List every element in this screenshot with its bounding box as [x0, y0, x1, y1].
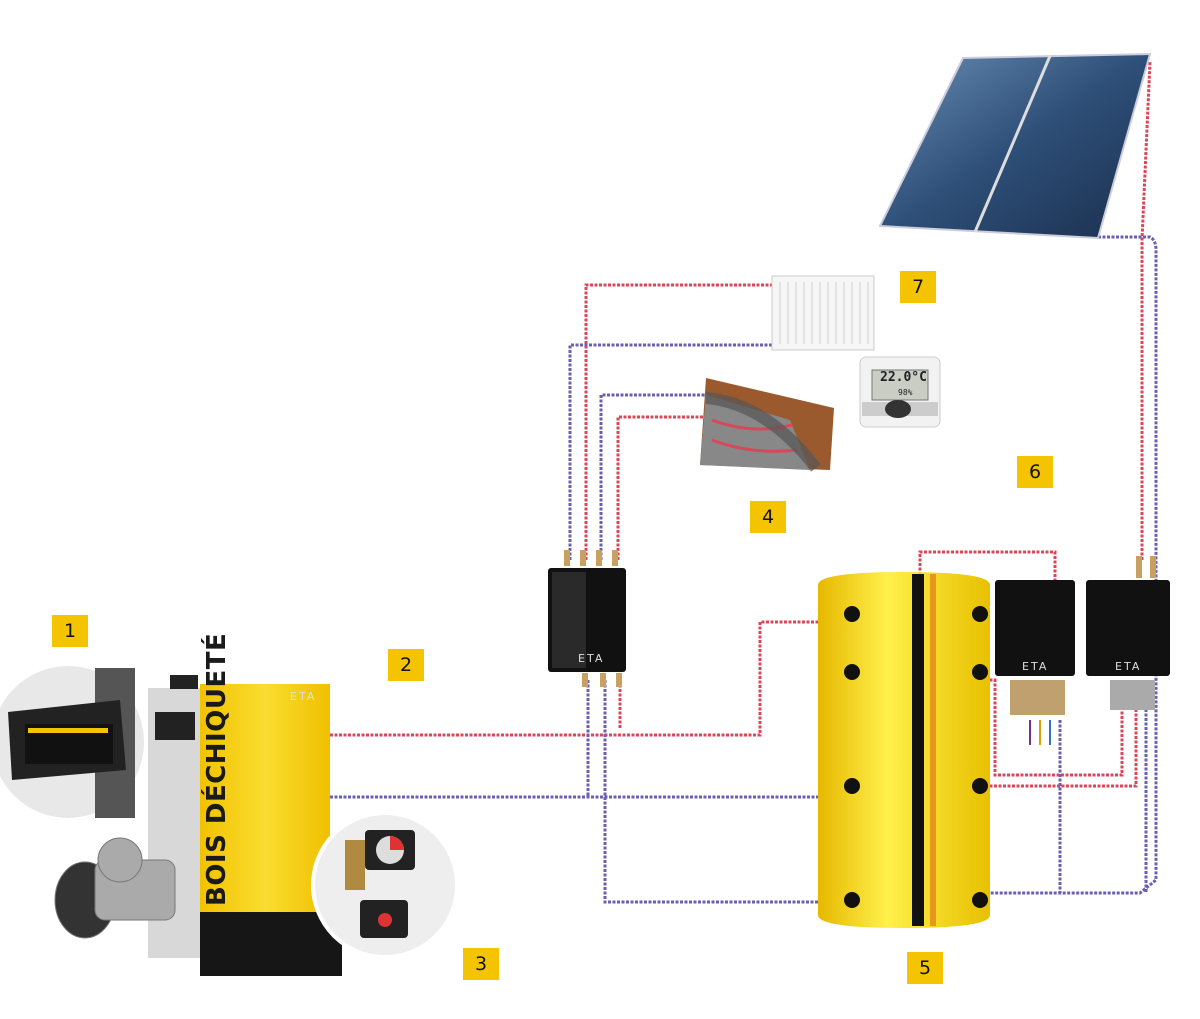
label-6: 6	[1017, 456, 1053, 488]
heating-circuit-station	[548, 550, 626, 687]
floor-supply-pipe	[616, 415, 705, 560]
boiler-label: BOIS DÉCHIQUETÉ	[202, 632, 232, 906]
control-panel-inset	[0, 662, 148, 822]
buffer-tank	[818, 572, 990, 928]
label-5: 5	[907, 952, 943, 984]
return-pipes	[330, 235, 1158, 904]
supply-pipes	[330, 61, 1152, 788]
label-7: 7	[900, 271, 936, 303]
dhw-supply-pipe	[985, 678, 1124, 777]
fresh-water-station	[995, 580, 1075, 745]
station-right-logo: ETA	[1115, 660, 1142, 673]
station-mid-logo: ETA	[1022, 660, 1049, 673]
wood-chip-boiler	[54, 675, 342, 976]
label-2: 2	[388, 649, 424, 681]
solar-station	[1086, 556, 1170, 710]
label-1: 1	[52, 615, 88, 647]
label-3: 3	[463, 948, 499, 980]
underfloor-heating	[700, 378, 834, 472]
solar-collector	[878, 52, 1152, 240]
solar-return-pipe	[990, 235, 1158, 895]
boiler-supply-pipe	[330, 620, 848, 737]
station-left-logo: ETA	[578, 652, 605, 665]
tank-top-pipe	[918, 550, 1057, 580]
loop-return-pipe	[603, 680, 848, 904]
solar-supply-pipe	[1140, 61, 1152, 560]
boiler-logo: ETA	[290, 690, 317, 703]
radiator-supply-pipe	[584, 283, 775, 560]
floor-return-pipe	[599, 393, 705, 560]
thermostat-temperature: 22.0°C	[880, 370, 927, 385]
radiator-return-pipe	[568, 343, 775, 560]
mixing-valve-inset	[311, 811, 459, 959]
solar-return-red-pipe	[985, 700, 1138, 788]
label-4: 4	[750, 501, 786, 533]
thermostat-humidity: 98%	[898, 388, 913, 397]
room-thermostat	[859, 356, 941, 428]
feed-auger	[54, 837, 176, 939]
radiator	[771, 275, 875, 351]
